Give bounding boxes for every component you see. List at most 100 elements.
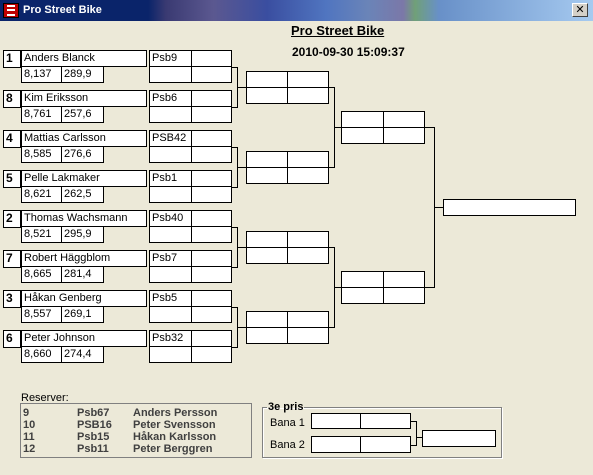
r3-field[interactable] [383, 287, 425, 304]
reaction-time: 8,137 [21, 66, 62, 83]
r3-field[interactable] [383, 111, 425, 128]
r2-field[interactable] [246, 87, 288, 104]
result-field[interactable] [149, 346, 192, 363]
result-field[interactable] [149, 266, 192, 283]
class-code: Psb32 [149, 330, 192, 347]
r3-field[interactable] [383, 271, 425, 288]
result-field[interactable] [191, 330, 232, 347]
connector [329, 247, 335, 248]
result-field[interactable] [191, 226, 232, 243]
r2-field[interactable] [246, 167, 288, 184]
reserve-number: 10 [23, 419, 36, 431]
close-button[interactable]: ✕ [572, 3, 588, 17]
seed-number: 2 [3, 210, 21, 228]
racer-name: Håkan Genberg [21, 290, 147, 307]
reserve-name: Peter Berggren [133, 443, 213, 455]
r3-field[interactable] [341, 271, 384, 288]
connector [232, 67, 238, 68]
connector [232, 107, 238, 108]
r2-field[interactable] [287, 167, 329, 184]
result-field[interactable] [191, 130, 232, 147]
connector [425, 127, 435, 128]
r2-field[interactable] [287, 71, 329, 88]
seed-number: 5 [3, 170, 21, 188]
reserve-name: Anders Persson [133, 407, 218, 419]
r2-field[interactable] [246, 71, 288, 88]
racer-name: Peter Johnson [21, 330, 147, 347]
lane1-label: Bana 1 [270, 417, 305, 429]
result-field[interactable] [149, 306, 192, 323]
r3-field[interactable] [341, 111, 384, 128]
result-field[interactable] [191, 146, 232, 163]
reserve-name: Håkan Karlsson [133, 431, 217, 443]
reserve-number: 9 [23, 407, 30, 419]
r2-field[interactable] [287, 87, 329, 104]
connector [411, 421, 417, 422]
result-field[interactable] [191, 106, 232, 123]
result-field[interactable] [149, 226, 192, 243]
r2-field[interactable] [287, 311, 329, 328]
result-field[interactable] [191, 306, 232, 323]
result-field[interactable] [191, 170, 232, 187]
r3-field[interactable] [341, 287, 384, 304]
seed-number: 4 [3, 130, 21, 148]
result-field[interactable] [191, 290, 232, 307]
top-speed: 281,4 [61, 266, 104, 283]
r2-field[interactable] [246, 311, 288, 328]
lane2-field-b[interactable] [360, 436, 411, 453]
result-field[interactable] [149, 186, 192, 203]
connector [334, 287, 342, 288]
event-title: Pro Street Bike [291, 23, 385, 38]
winner-field[interactable] [443, 199, 576, 216]
connector [232, 307, 238, 308]
result-field[interactable] [149, 66, 192, 83]
reserve-class: Psb11 [77, 443, 109, 455]
connector [334, 127, 342, 128]
reserves-group: Reserver: [14, 392, 258, 464]
r2-field[interactable] [287, 327, 329, 344]
connector [232, 347, 238, 348]
event-timestamp: 2010-09-30 15:09:37 [292, 45, 405, 59]
lane2-field-a[interactable] [311, 436, 361, 453]
r2-field[interactable] [246, 231, 288, 248]
class-code: Psb9 [149, 50, 192, 67]
result-field[interactable] [191, 186, 232, 203]
racer-name: Kim Eriksson [21, 90, 147, 107]
result-field[interactable] [191, 50, 232, 67]
r2-field[interactable] [246, 327, 288, 344]
reaction-time: 8,621 [21, 186, 62, 203]
title-bar[interactable]: Pro Street Bike ✕ [0, 0, 593, 21]
r2-field[interactable] [287, 247, 329, 264]
result-field[interactable] [149, 146, 192, 163]
connector [232, 147, 238, 148]
racer-name: Thomas Wachsmann [21, 210, 147, 227]
result-field[interactable] [191, 250, 232, 267]
r2-field[interactable] [287, 151, 329, 168]
top-speed: 262,5 [61, 186, 104, 203]
result-field[interactable] [191, 346, 232, 363]
seed-number: 3 [3, 290, 21, 308]
result-field[interactable] [149, 106, 192, 123]
reaction-time: 8,761 [21, 106, 62, 123]
reaction-time: 8,660 [21, 346, 62, 363]
reserve-number: 11 [23, 431, 35, 443]
connector [237, 247, 247, 248]
lane1-field-b[interactable] [360, 413, 411, 429]
r3-field[interactable] [341, 127, 384, 144]
class-code: Psb1 [149, 170, 192, 187]
r2-field[interactable] [246, 247, 288, 264]
window-title: Pro Street Bike [23, 4, 102, 16]
lane1-field-a[interactable] [311, 413, 361, 429]
result-field[interactable] [191, 66, 232, 83]
result-field[interactable] [191, 210, 232, 227]
result-field[interactable] [191, 266, 232, 283]
r2-field[interactable] [246, 151, 288, 168]
r2-field[interactable] [287, 231, 329, 248]
r3-field[interactable] [383, 127, 425, 144]
third-place-winner-field[interactable] [422, 430, 496, 447]
connector [232, 267, 238, 268]
reserve-name: Peter Svensson [133, 419, 216, 431]
class-code: Psb5 [149, 290, 192, 307]
result-field[interactable] [191, 90, 232, 107]
